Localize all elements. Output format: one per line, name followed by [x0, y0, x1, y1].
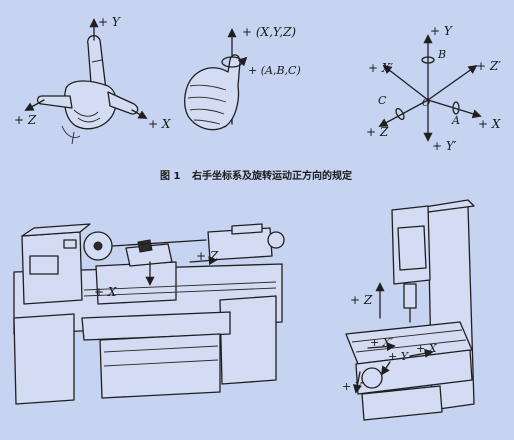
- axis-arrow-y-prime: [352, 371, 362, 394]
- lathe-drawing: [13, 223, 285, 405]
- label-x: + X: [416, 342, 438, 355]
- label-z: + Z: [14, 113, 37, 127]
- mill-diagram: + Z + X′ + Y + X + Y′: [342, 199, 475, 421]
- grip-hand-diagram: + (X,Y,Z) + (A,B,C): [184, 25, 301, 131]
- label-a: A: [451, 114, 460, 127]
- rotation-c: [395, 107, 405, 121]
- rotation-b: [421, 56, 435, 64]
- label-y: + Y: [98, 15, 121, 29]
- caption-number: 图 1: [160, 170, 180, 182]
- label-axes: + (X,Y,Z): [242, 25, 296, 39]
- axis-arrow-x-prime: [367, 342, 396, 352]
- label-x-prime: + X′: [368, 61, 393, 75]
- label-z: + Z: [366, 125, 389, 139]
- axis-arrow-z-prime: [427, 64, 478, 101]
- grip-hand-drawing: [184, 54, 241, 131]
- label-y-prime: + Y′: [342, 380, 365, 393]
- axis-arrow-x-prime: [382, 64, 429, 101]
- label-y: + Y: [388, 350, 410, 363]
- axis-arrow-x: [131, 109, 148, 119]
- lathe-diagram: + X + Z: [13, 223, 285, 405]
- axis-arrow-z: [24, 99, 45, 111]
- axis-arrow-z: [378, 99, 429, 127]
- right-hand-drawing: [36, 34, 139, 145]
- label-z: + Z: [196, 249, 219, 263]
- axes-3d-diagram: + Y + X′ + Z′ B C O + Z A + X + Y′: [366, 24, 501, 153]
- label-y-prime: + Y′: [432, 139, 457, 153]
- axis-arrow-x: [409, 348, 434, 358]
- axis-arrow-y: [380, 361, 391, 376]
- label-origin: O: [422, 98, 430, 109]
- label-rotation: + (A,B,C): [248, 64, 301, 77]
- label-y: + Y: [430, 24, 453, 38]
- caption-text: 右手坐标系及旋转运动正方向的规定: [191, 169, 352, 182]
- axis-arrow-z: [189, 256, 218, 266]
- label-z: + Z: [350, 293, 373, 307]
- label-x: + X: [478, 117, 501, 131]
- mill-drawing: [345, 199, 475, 421]
- right-hand-diagram: + Y + Z + X: [14, 15, 171, 145]
- label-b: B: [437, 48, 446, 61]
- label-x: + X: [94, 285, 117, 299]
- label-c: C: [378, 94, 387, 107]
- figure-caption: 图 1 右手坐标系及旋转运动正方向的规定: [160, 169, 352, 182]
- axis-arrow-x: [427, 99, 482, 119]
- label-z-prime: + Z′: [476, 59, 501, 73]
- label-x: + X: [148, 117, 171, 131]
- rotation-a: [452, 101, 460, 115]
- label-x-prime: + X′: [370, 336, 394, 349]
